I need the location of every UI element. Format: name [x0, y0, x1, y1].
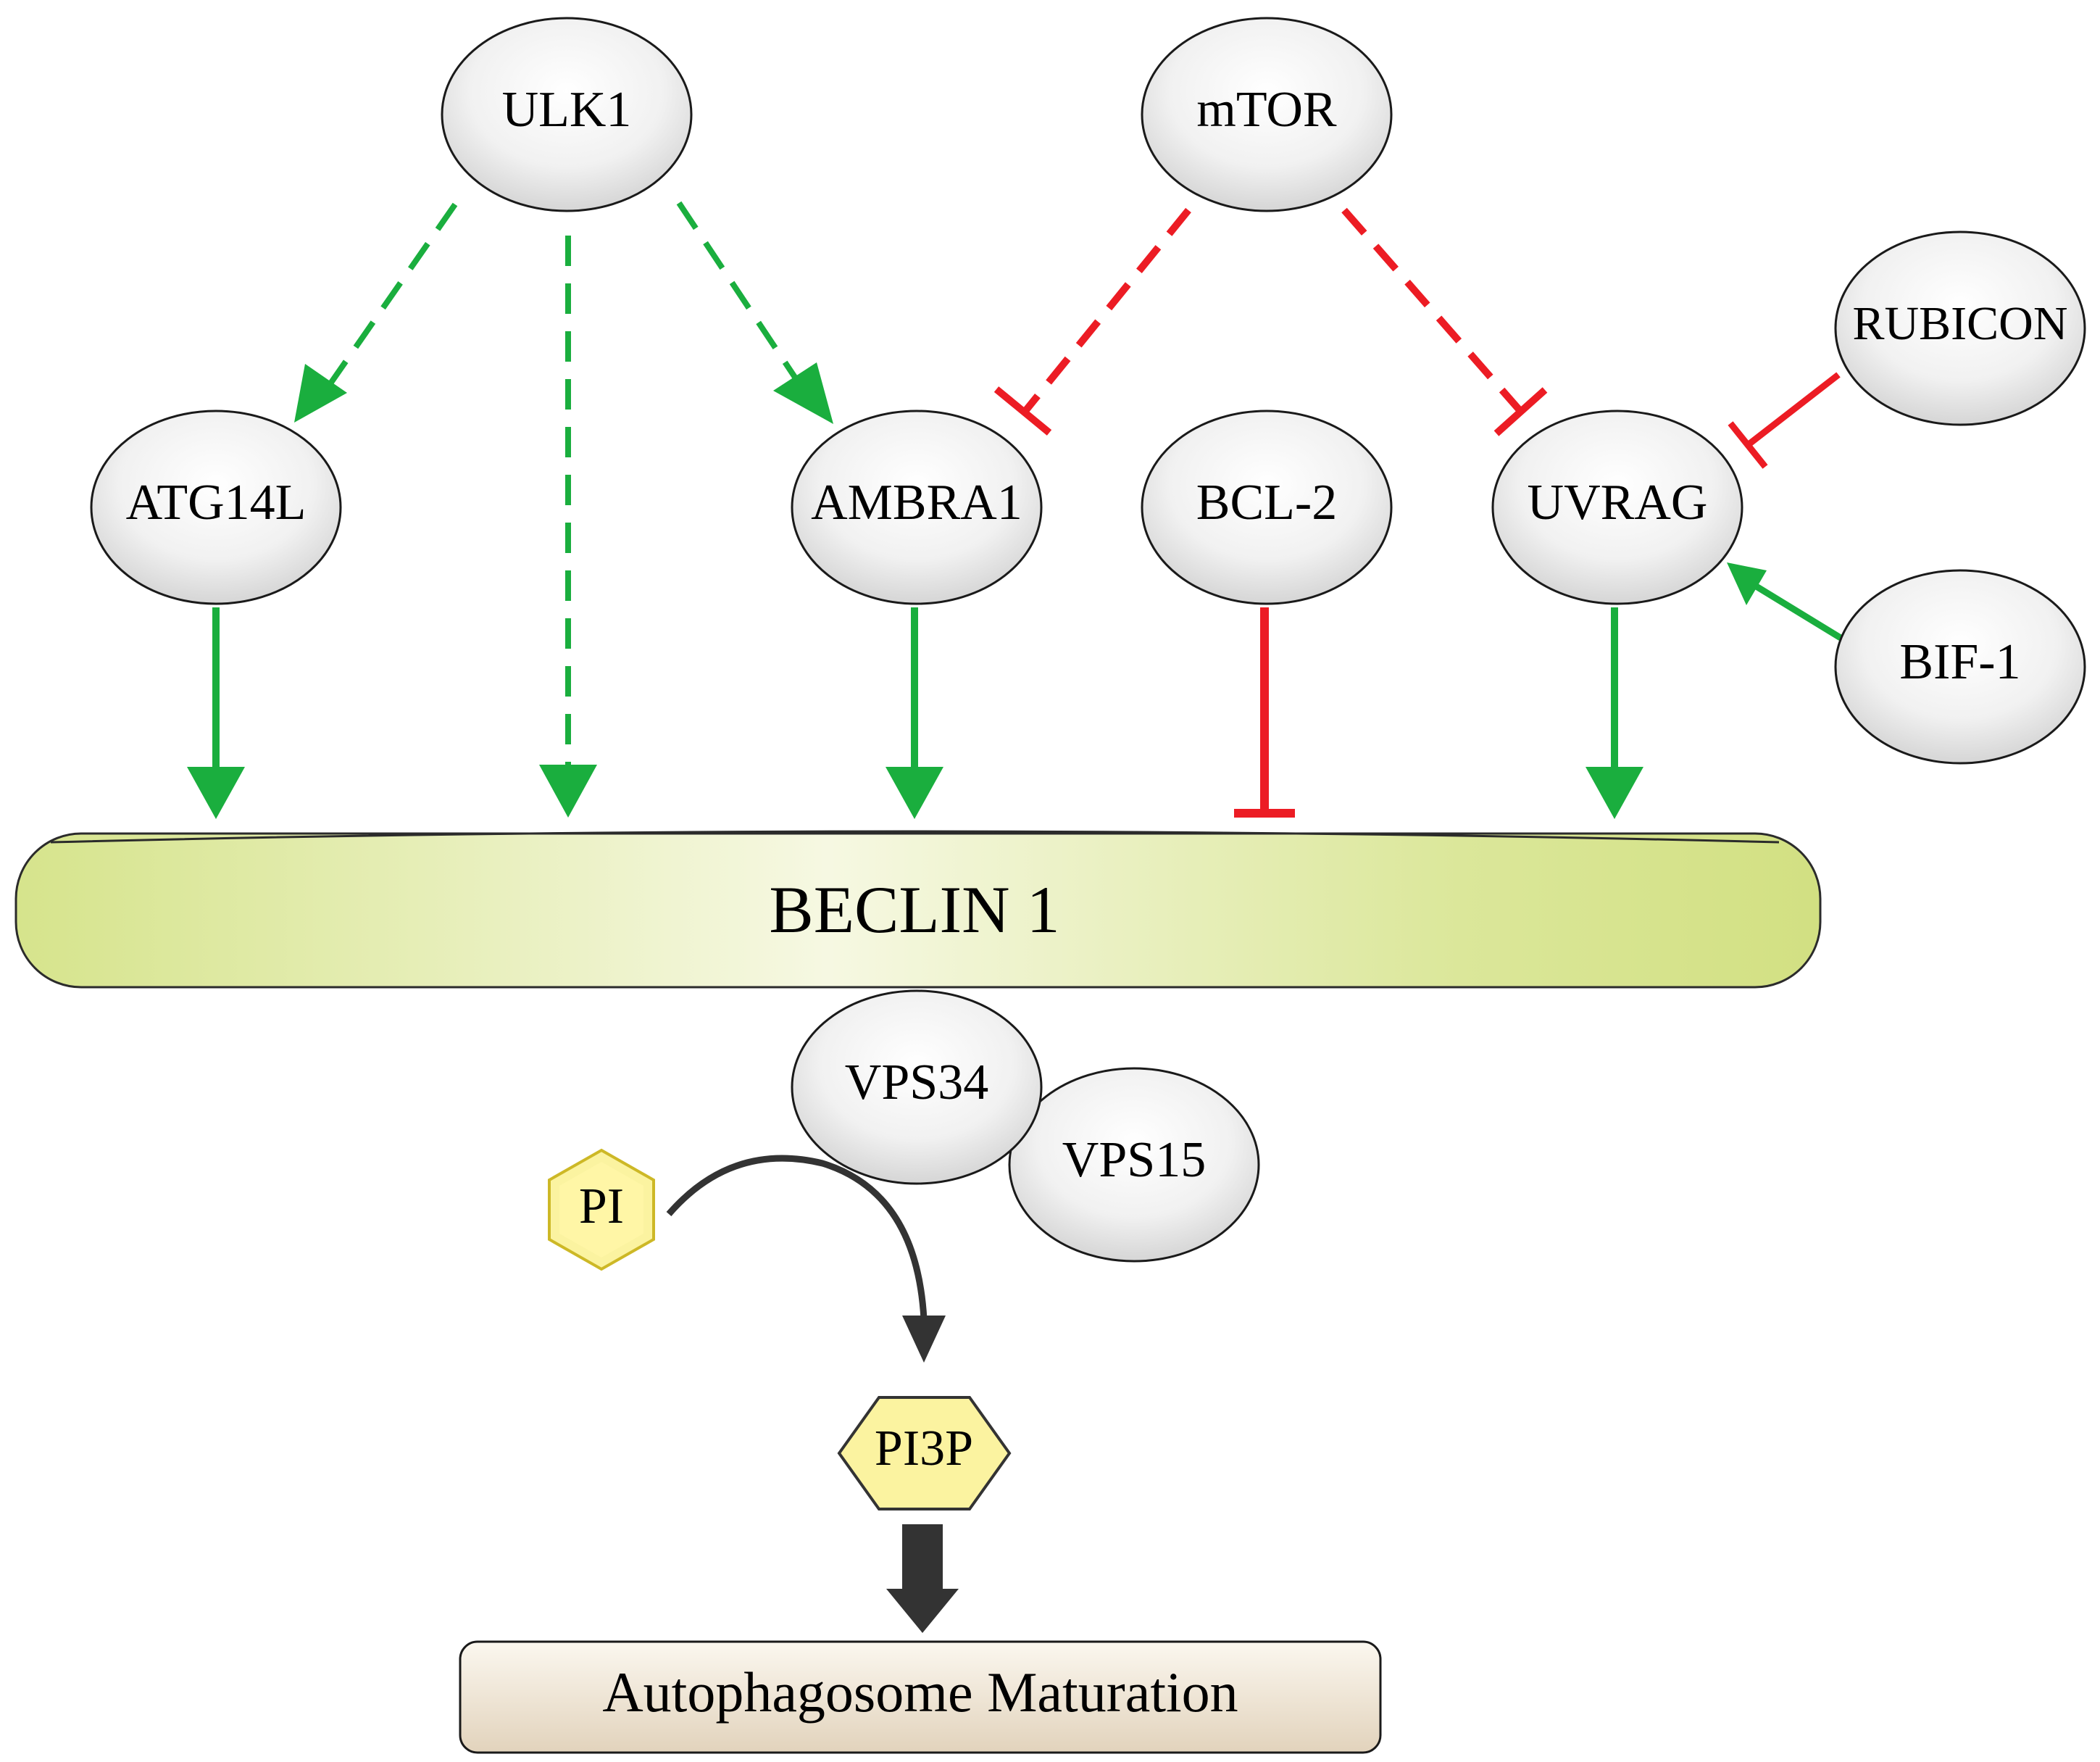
edge-pi-pi3p — [666, 1155, 946, 1363]
hexagon-pi3p-label: PI3P — [875, 1421, 973, 1476]
edge-mtor-uvrag — [1341, 207, 1548, 436]
node-atg14l: ATG14L — [90, 410, 342, 605]
node-bif1-label: BIF-1 — [1899, 634, 2020, 690]
node-vps34-label: VPS34 — [845, 1055, 988, 1110]
node-mtor-label: mTOR — [1196, 82, 1336, 138]
beclin1-label: BECLIN 1 — [769, 873, 1059, 947]
node-vps15: VPS15 — [1008, 1067, 1260, 1263]
edge-pi3p-outcome — [886, 1524, 959, 1633]
edge-mtor-ambra1 — [993, 207, 1191, 436]
hexagon-pi-label: PI — [579, 1179, 624, 1234]
node-vps15-label: VPS15 — [1062, 1132, 1206, 1188]
node-vps34: VPS34 — [791, 989, 1043, 1185]
edge-bif1-uvrag — [1727, 562, 1843, 641]
node-atg14l-label: ATG14L — [126, 475, 307, 531]
node-ambra1: AMBRA1 — [791, 410, 1043, 605]
node-ulk1: ULK1 — [441, 17, 693, 212]
hexagon-pi3p: PI3P — [837, 1396, 1012, 1510]
node-bcl2-label: BCL-2 — [1196, 475, 1337, 531]
node-mtor: mTOR — [1141, 17, 1393, 212]
outcome-label: Autophagosome Maturation — [602, 1661, 1238, 1724]
edge-uvrag-beclin1 — [1586, 607, 1643, 819]
edge-atg14l-beclin1 — [187, 607, 245, 819]
node-bcl2: BCL-2 — [1141, 410, 1393, 605]
node-uvrag-label: UVRAG — [1528, 475, 1708, 531]
node-ambra1-label: AMBRA1 — [811, 475, 1022, 531]
node-ulk1-label: ULK1 — [502, 82, 632, 138]
node-rubicon: RUBICON — [1834, 230, 2086, 426]
edge-ulk1-ambra1 — [676, 201, 833, 424]
edge-bcl2-beclin1 — [1234, 607, 1295, 818]
beclin1-bar: BECLIN 1 — [14, 830, 1822, 989]
edge-ulk1-beclin1 — [539, 236, 597, 818]
edge-ulk1-atg14l — [294, 202, 458, 423]
hexagon-pi: PI — [548, 1148, 655, 1271]
node-bif1: BIF-1 — [1834, 569, 2086, 765]
node-rubicon-label: RUBICON — [1852, 297, 2067, 350]
edges — [187, 201, 1843, 819]
outcome-box: Autophagosome Maturation — [459, 1640, 1382, 1754]
node-uvrag: UVRAG — [1491, 410, 1743, 605]
edge-rubicon-uvrag — [1728, 372, 1841, 469]
edge-ambra1-beclin1 — [886, 607, 943, 819]
